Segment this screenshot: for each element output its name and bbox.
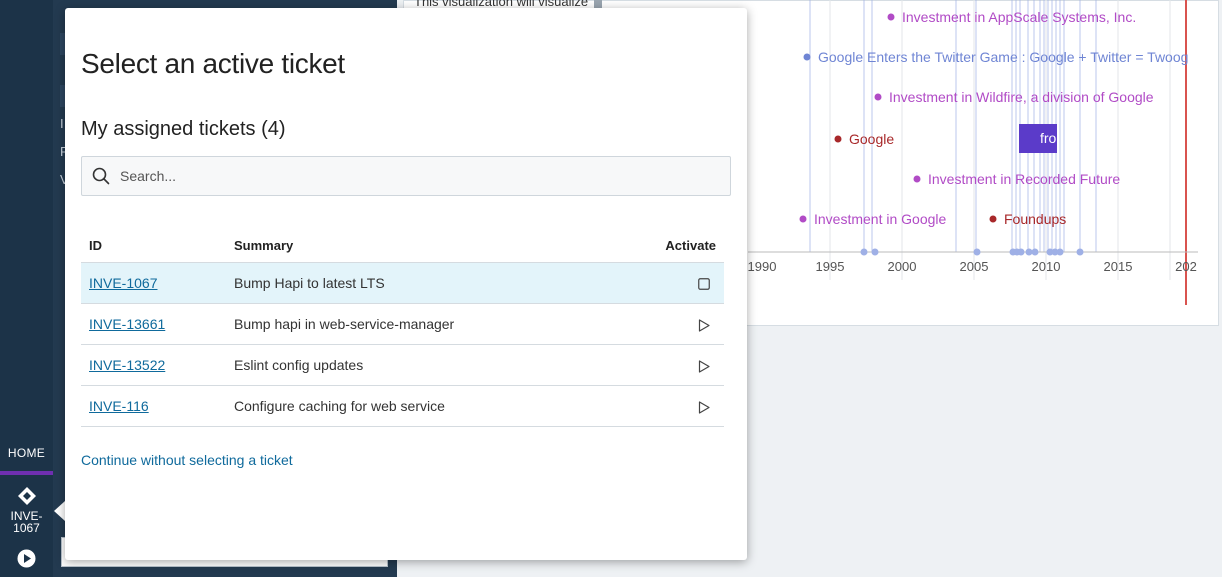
ticket-summary: Bump hapi in web-service-manager: [226, 303, 642, 345]
x-tick-label: 2010: [1032, 259, 1061, 274]
axis-event-dot[interactable]: [1017, 248, 1025, 256]
stop-icon[interactable]: [698, 278, 710, 291]
event-label[interactable]: Investment in Wildfire, a division of Go…: [889, 89, 1154, 105]
column-header-id: ID: [89, 237, 102, 253]
axis-event-dot[interactable]: [1025, 248, 1033, 256]
axis-event-dot[interactable]: [973, 248, 981, 256]
home-active-indicator: [0, 471, 53, 475]
ticket-summary: Eslint config updates: [226, 344, 642, 386]
ticket-summary: Configure caching for web service: [226, 385, 642, 427]
event-label[interactable]: Google Enters the Twitter Game : Google …: [818, 49, 1188, 65]
dialog-pointer: [54, 501, 65, 521]
viz-note-scrollbar[interactable]: [594, 0, 602, 8]
jira-diamond-icon: [17, 487, 36, 505]
axis-event-dot[interactable]: [1046, 248, 1054, 256]
visualization-note: This visualization will visualize: [414, 0, 589, 9]
x-tick-label: 1995: [816, 259, 845, 274]
play-icon[interactable]: [17, 549, 36, 568]
continue-without-ticket-link[interactable]: Continue without selecting a ticket: [81, 452, 293, 468]
event-label[interactable]: Investment in Recorded Future: [928, 171, 1120, 187]
event-dot[interactable]: [913, 175, 921, 183]
axis-event-dot[interactable]: [1031, 248, 1039, 256]
ticket-summary: Bump Hapi to latest LTS: [226, 262, 642, 304]
table-row[interactable]: INVE-13661 Bump hapi in web-service-mana…: [81, 303, 724, 345]
event-dot[interactable]: [874, 93, 882, 101]
table-row[interactable]: INVE-1067 Bump Hapi to latest LTS: [81, 262, 724, 304]
side-panel-letter: V: [60, 172, 69, 187]
ticket-id-link[interactable]: INVE-116: [89, 398, 149, 414]
play-outline-icon[interactable]: [698, 319, 710, 332]
home-nav-item[interactable]: HOME: [7, 446, 46, 460]
ticket-id-link[interactable]: INVE-13522: [89, 357, 166, 373]
search-icon: [92, 167, 110, 185]
select-ticket-dialog: Select an active ticket My assigned tick…: [65, 8, 747, 560]
range-bar[interactable]: [1019, 124, 1057, 153]
x-tick-label: 2000: [888, 259, 917, 274]
table-header-row: ID Summary Activate: [81, 228, 724, 263]
event-label[interactable]: Investment in Google: [814, 211, 947, 227]
play-outline-icon[interactable]: [698, 360, 710, 373]
x-tick-label: 2015: [1104, 259, 1133, 274]
timeline-chart: Investment in AppScale Systems, Inc. Goog…: [748, 0, 1198, 305]
side-panel-letter: F: [60, 144, 68, 159]
assigned-tickets-heading: My assigned tickets (4): [81, 118, 286, 140]
axis-event-dot[interactable]: [860, 248, 868, 256]
event-dot[interactable]: [887, 13, 895, 21]
ticket-search-input[interactable]: [120, 157, 720, 195]
range-bar-label: fro: [1040, 130, 1057, 146]
column-header-activate: Activate: [665, 237, 716, 253]
event-dot[interactable]: [834, 135, 842, 143]
axis-event-dot[interactable]: [1051, 248, 1059, 256]
side-panel-letter: I: [60, 116, 64, 131]
left-rail: [0, 0, 53, 577]
axis-event-dot[interactable]: [1076, 248, 1084, 256]
play-outline-icon[interactable]: [698, 401, 710, 414]
event-label[interactable]: Foundups: [1004, 211, 1066, 227]
dialog-title: Select an active ticket: [81, 48, 345, 79]
active-ticket-label-line1: INVE-: [10, 509, 43, 523]
ticket-id-link[interactable]: INVE-13661: [89, 316, 166, 332]
tickets-table: ID Summary Activate INVE-1067 Bump Hapi …: [81, 228, 724, 427]
x-tick-label: 2005: [960, 259, 989, 274]
active-ticket-nav-item[interactable]: INVE- 1067: [0, 486, 53, 534]
ticket-id-link[interactable]: INVE-1067: [89, 275, 158, 291]
x-tick-label: 1990: [748, 259, 777, 274]
active-ticket-label-line2: 1067: [13, 521, 40, 535]
axis-event-dot[interactable]: [1056, 248, 1064, 256]
column-header-summary: Summary: [234, 237, 294, 253]
event-dot[interactable]: [803, 53, 811, 61]
event-dot[interactable]: [799, 215, 807, 223]
event-dot[interactable]: [989, 215, 997, 223]
search-box[interactable]: [81, 156, 731, 196]
event-label[interactable]: Investment in AppScale Systems, Inc.: [902, 9, 1136, 25]
table-row[interactable]: INVE-116 Configure caching for web servi…: [81, 385, 724, 427]
event-label[interactable]: Google: [849, 131, 894, 147]
table-row[interactable]: INVE-13522 Eslint config updates: [81, 344, 724, 386]
x-tick-label: 202: [1175, 259, 1197, 274]
axis-event-dot[interactable]: [871, 248, 879, 256]
